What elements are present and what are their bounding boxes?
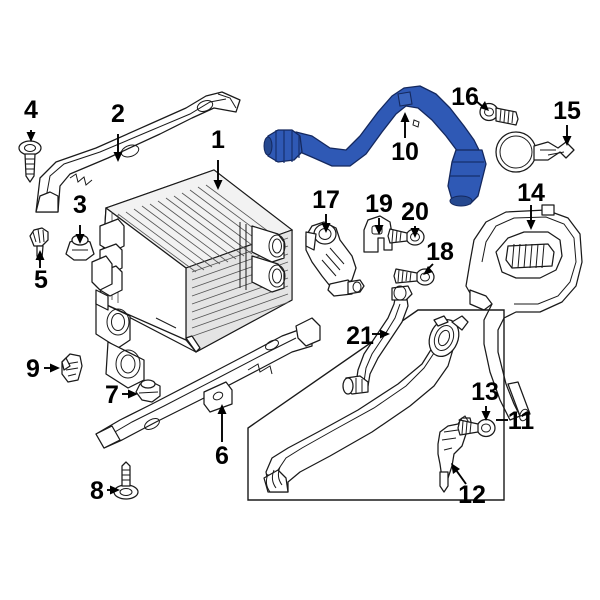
callout-label-1: 1 [211,126,225,154]
part-2-upper-mounting-bracket [35,91,241,213]
part-8-lower-mounting-bolt [113,461,139,500]
callout-label-7: 7 [105,381,119,409]
callout-label-11: 11 [508,407,535,435]
callout-label-5: 5 [34,266,48,294]
callout-label-3: 3 [73,191,87,219]
part-1-intercooler-core [91,169,294,389]
part-16-clamp-mounting-bolt [479,102,519,126]
callout-label-14: 14 [517,179,545,207]
callout-label-19: 19 [365,190,393,218]
callout-label-13: 13 [471,378,499,406]
part-18-actuator-bolt-long [393,268,435,286]
part-4-bracket-mounting-bolt [18,140,42,183]
part-17-bypass-valve-actuator [305,221,365,297]
callout-label-20: 20 [401,198,429,226]
callout-label-18: 18 [426,238,454,266]
part-3-upper-insulator-grommet [65,234,95,261]
callout-label-2: 2 [111,100,125,128]
callout-label-4: 4 [24,96,38,124]
callout-label-21: 21 [346,322,374,350]
part-11-outlet-tube-assembly [247,309,505,501]
callout-label-12: 12 [458,481,486,509]
callout-label-6: 6 [215,442,229,470]
part-19-actuator-mounting-bracket [363,215,393,253]
part-6-lower-support-bracket [95,317,321,449]
part-14-outlet-hose-assembly [465,204,583,422]
callout-label-10: 10 [391,138,419,166]
part-9-mounting-clip [61,353,83,383]
callout-label-17: 17 [312,186,340,214]
callout-labels: 1 2 3 4 5 6 7 8 9 10 11 12 13 14 15 16 1… [24,83,581,509]
callout-label-9: 9 [26,355,40,383]
callout-label-16: 16 [451,83,479,111]
part-10-charge-air-cooler-inlet-hose [263,85,487,207]
part-21-coolant-return-hose [342,285,413,395]
callout-label-15: 15 [553,97,581,125]
callout-leaders [26,100,572,495]
part-20-actuator-bolt-short [387,228,425,246]
callout-label-8: 8 [90,477,104,505]
part-15-hose-clamp-bracket [495,131,575,173]
part-13-sensor-retaining-bolt [457,418,496,438]
part-7-lower-insulator-grommet [135,379,161,403]
